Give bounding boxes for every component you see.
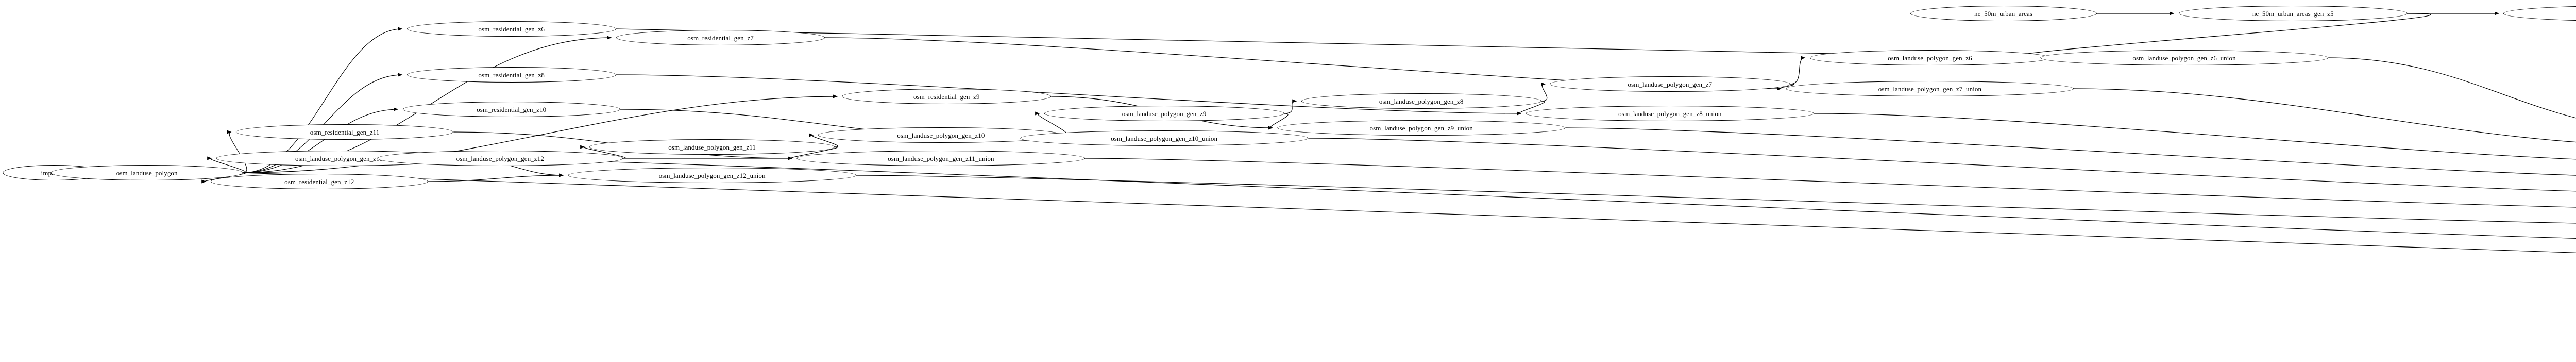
- graph-node-label: osm_landuse_polygon_gen_z8: [1379, 97, 1464, 105]
- graph-node-label: osm_residential_gen_z7: [687, 34, 754, 42]
- graph-node-label: osm_landuse_polygon_gen_z11: [668, 143, 756, 151]
- graph-node-osm-landuse-polygon-gen-z10[interactable]: osm_landuse_polygon_gen_z10: [818, 127, 1064, 143]
- graph-node-ne-50m-urban-areas[interactable]: ne_50m_urban_areas: [1910, 6, 2097, 21]
- graph-edge: [856, 175, 2576, 224]
- graph-node-osm-landuse-polygon-gen-z10-union[interactable]: osm_landuse_polygon_gen_z10_union: [1020, 130, 1309, 146]
- graph-node-osm-landuse-polygon-gen-z8-union[interactable]: osm_landuse_polygon_gen_z8_union: [1526, 106, 1815, 121]
- graph-edge: [1085, 158, 2576, 208]
- graph-edge: [788, 146, 838, 160]
- graph-edge: [227, 130, 247, 173]
- graph-node-osm-landuse-polygon-gen-z6-union[interactable]: osm_landuse_polygon_gen_z6_union: [2040, 50, 2329, 65]
- graph-node-label: osm_landuse_polygon_gen_z10_union: [1111, 134, 1218, 142]
- graph-node-label: osm_landuse_polygon_gen_z8_union: [1618, 109, 1722, 118]
- graph-node-label: osm_landuse_polygon_gen_z6: [1888, 54, 1972, 62]
- graph-edge: [1308, 138, 2576, 192]
- graph-edge: [207, 156, 246, 173]
- graph-edge: [616, 28, 2036, 60]
- graph-edge: [1268, 113, 1289, 130]
- graph-node-osm-landuse-polygon-gen-z9-union[interactable]: osm_landuse_polygon_gen_z9_union: [1277, 120, 1566, 136]
- graph-node-osm-landuse-polygon-gen-z7[interactable]: osm_landuse_polygon_gen_z7: [1550, 76, 1790, 92]
- graph-node-osm-landuse-polygon-gen-z9[interactable]: osm_landuse_polygon_gen_z9: [1044, 106, 1284, 121]
- graph-edge: [1284, 99, 1297, 114]
- graph-node-label: osm_residential_gen_z10: [477, 105, 547, 113]
- graph-edge: [2328, 57, 2576, 119]
- graph-node-label: osm_landuse_polygon_gen_z13: [295, 154, 383, 162]
- graph-node-osm-residential-gen-z8[interactable]: osm_residential_gen_z8: [406, 67, 616, 83]
- graph-node-label: osm_residential_gen_z8: [478, 71, 545, 79]
- graph-edge: [580, 145, 626, 159]
- graph-node-osm-landuse-polygon-gen-z11-union[interactable]: osm_landuse_polygon_gen_z11_union: [796, 151, 1086, 166]
- graph-node-label: ne_50m_urban_areas: [1974, 9, 2033, 18]
- graph-edge: [1776, 84, 1794, 91]
- graph-node-label: osm_residential_gen_z9: [913, 92, 980, 101]
- graph-node-osm-residential-gen-z12[interactable]: osm_residential_gen_z12: [210, 174, 428, 189]
- graph-edge: [428, 173, 564, 182]
- graph-node-osm-residential-gen-z10[interactable]: osm_residential_gen_z10: [402, 102, 620, 117]
- graph-edge: [1565, 127, 2576, 176]
- graph-edge: [243, 107, 399, 173]
- graph-node-label: ne_50m_urban_areas_gen_z5: [2252, 9, 2334, 18]
- graph-node-label: osm_landuse_polygon_gen_z10: [897, 131, 985, 139]
- graph-edge: [243, 172, 2576, 255]
- graph-edge: [1790, 56, 1806, 85]
- graph-node-osm-residential-gen-z7[interactable]: osm_residential_gen_z7: [616, 30, 825, 45]
- graph-edge: [616, 74, 1522, 116]
- graph-node-label: osm_landuse_polygon_gen_z9_union: [1369, 124, 1473, 132]
- graph-node-label: osm_residential_gen_z6: [478, 25, 545, 33]
- graph-node-label: osm_landuse_polygon_gen_z6_union: [2132, 54, 2236, 62]
- graph-edge: [243, 73, 403, 173]
- graph-node-osm-landuse-polygon-gen-z12[interactable]: osm_landuse_polygon_gen_z12: [377, 151, 623, 166]
- graph-node-osm-landuse-polygon-gen-z12-union[interactable]: osm_landuse_polygon_gen_z12_union: [568, 168, 856, 183]
- graph-edge: [1517, 101, 1545, 116]
- graph-node-label: osm_landuse_polygon_gen_z7: [1628, 80, 1713, 88]
- graph-edge: [2074, 88, 2576, 143]
- graph-node-osm-residential-gen-z6[interactable]: osm_residential_gen_z6: [406, 21, 616, 37]
- graph-node-label: osm_landuse_polygon_gen_z9: [1122, 109, 1207, 118]
- graph-node-label: osm_residential_gen_z11: [310, 128, 380, 136]
- graph-node-label: osm_landuse_polygon_gen_z7_union: [1878, 85, 1982, 93]
- graph-node-osm-landuse-polygon-gen-z7-union[interactable]: osm_landuse_polygon_gen_z7_union: [1786, 81, 2074, 96]
- graph-node-label: osm_landuse_polygon_gen_z12_union: [658, 171, 766, 179]
- graph-edge: [1540, 82, 1548, 102]
- graph-edge: [1814, 113, 2576, 160]
- graph-edge: [243, 94, 838, 173]
- graph-edge: [243, 27, 403, 173]
- graph-node-osm-landuse-polygon-gen-z6[interactable]: osm_landuse_polygon_gen_z6: [1809, 50, 2050, 65]
- graph-node-osm-residential-gen-z9[interactable]: osm_residential_gen_z9: [842, 89, 1052, 104]
- graph-edge: [462, 158, 2576, 239]
- graph-node-label: osm_landuse_polygon: [116, 169, 178, 177]
- graph-edge: [809, 133, 839, 147]
- graph-node-osm-landuse-polygon-gen-z8[interactable]: osm_landuse_polygon_gen_z8: [1301, 93, 1541, 109]
- graph-node-osm-residential-gen-z11[interactable]: osm_residential_gen_z11: [235, 124, 454, 140]
- graph-node-label: osm_landuse_polygon_gen_z12: [456, 154, 544, 162]
- graph-node-osm-landuse-polygon-gen-z11[interactable]: osm_landuse_polygon_gen_z11: [589, 139, 835, 155]
- graph-node-osm-landuse-polygon[interactable]: osm_landuse_polygon: [50, 165, 243, 180]
- graph-node-ne-50m-urban-areas-gen-z5[interactable]: ne_50m_urban_areas_gen_z5: [2178, 6, 2408, 21]
- graph-node-label: osm_landuse_polygon_gen_z11_union: [888, 154, 994, 162]
- graph-node-label: osm_residential_gen_z12: [284, 177, 354, 186]
